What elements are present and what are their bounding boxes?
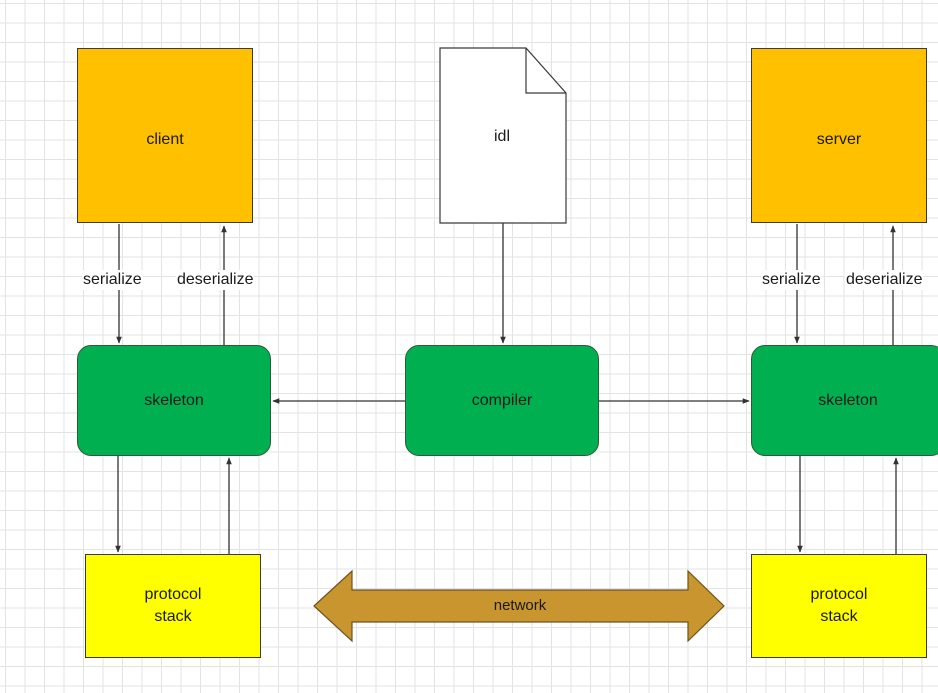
server-node-label: server [816, 131, 862, 148]
skeleton-right-label: skeleton [818, 391, 878, 409]
protocol-stack-right-line1: protocol [810, 586, 868, 603]
client-node-label: client [146, 131, 184, 148]
idl-document-shape [439, 47, 567, 224]
compiler-node-label: compiler [471, 391, 533, 409]
idl-document-fold [525, 48, 566, 94]
serialize-right-label: serialize [761, 270, 822, 290]
client-node: client [77, 48, 253, 223]
protocol-stack-left-line1: protocol [144, 586, 202, 603]
skeleton-left-node: skeleton [77, 345, 271, 456]
protocol-stack-left-node: protocol stack [85, 554, 261, 658]
idl-node-label: idl [493, 128, 510, 145]
serialize-left-label: serialize [82, 270, 143, 290]
compiler-node: compiler [405, 345, 599, 456]
deserialize-right-label: deserialize [845, 270, 924, 290]
deserialize-left-label: deserialize [176, 270, 255, 290]
skeleton-right-node: skeleton [751, 345, 938, 456]
skeleton-left-label: skeleton [144, 391, 204, 409]
server-node: server [751, 48, 927, 223]
network-label: network [493, 597, 547, 614]
protocol-stack-right-node: protocol stack [751, 554, 927, 658]
network-double-arrow [313, 569, 725, 643]
protocol-stack-right-line2: stack [820, 608, 858, 625]
protocol-stack-left-line2: stack [154, 608, 192, 625]
